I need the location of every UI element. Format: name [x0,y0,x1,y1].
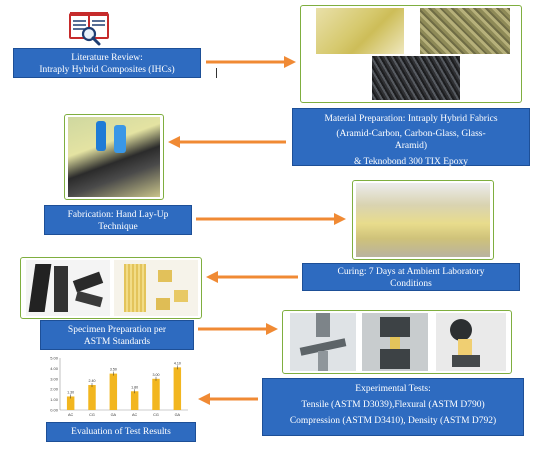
experimental-tests-line1: Experimental Tests: [355,384,431,394]
bar-value-label: 1.80 [131,385,138,389]
experimental-tests-box: Experimental Tests: Tensile (ASTM D3039)… [262,378,524,436]
arrow-right-3 [198,323,278,335]
y-tick-label: 4.00 [50,366,59,371]
bar-value-label: 3.50 [110,368,117,372]
material-preparation-box: Material Preparation: Intraply Hybrid Fa… [292,108,530,167]
specimen-preparation-line2: ASTM Standards [83,337,151,347]
bar [88,385,96,410]
curing-line2: Conditions [390,279,432,289]
compression-test-photo [362,313,428,371]
arrow-right-1 [206,56,296,68]
evaluation-box: Evaluation of Test Results [46,422,196,442]
tensile-test-photo [290,313,356,371]
bar-value-label: 3.00 [153,373,160,377]
bar [130,391,139,410]
material-preparation-line2: (Aramid-Carbon, Carbon-Glass, Glass- [336,129,486,139]
bar-value-label: 1.30 [67,390,74,394]
arrow-left-3 [198,393,258,405]
curing-line1: Curing: 7 Days at Ambient Laboratory [337,267,485,277]
material-preparation-line4: & Teknobond 300 TIX Epoxy [353,157,469,167]
bar-value-label: 4.10 [174,361,181,365]
aramid-carbon-fabric-photo [316,8,404,54]
book-magnifier-icon [68,12,112,46]
y-tick-label: 5.00 [50,356,59,361]
bar-value-label: 2.40 [89,379,96,383]
bar [173,367,182,410]
fabrication-line2: Technique [98,222,138,232]
arrow-left-2 [206,271,298,283]
glass-specimens-photo [114,260,198,316]
bar [66,396,75,410]
literature-review-line1: Literature Review: [71,53,143,63]
carbon-glass-fabric-photo [420,8,510,54]
bar [109,373,118,410]
x-tick-label: AC [132,413,138,417]
specimen-preparation-line1: Specimen Preparation per [67,325,167,335]
fabrication-line1: Fabrication: Hand Lay-Up [67,210,169,220]
glass-aramid-fabric-photo [372,56,460,100]
y-tick-label: 2.00 [50,387,59,392]
evaluation-line1: Evaluation of Test Results [71,427,171,437]
x-tick-label: GA [175,413,181,417]
specimen-preparation-box: Specimen Preparation per ASTM Standards [40,320,194,350]
x-tick-label: CG [89,413,95,417]
curing-box: Curing: 7 Days at Ambient Laboratory Con… [302,263,520,291]
x-tick-label: AC [68,413,74,417]
arrow-left-1 [168,136,286,148]
y-tick-label: 3.00 [50,376,59,381]
experimental-tests-line2: Tensile (ASTM D3039),Flexural (ASTM D790… [301,400,485,410]
curing-panels-photo [356,183,490,257]
x-tick-label: GA [111,413,117,417]
literature-review-line2: Intraply Hybrid Composites (IHCs) [39,65,175,75]
x-tick-label: CG [153,413,159,417]
arrow-right-2 [196,213,346,225]
fabrication-box: Fabrication: Hand Lay-Up Technique [44,205,192,235]
text-cursor [216,68,217,78]
y-tick-label: 0.00 [50,408,59,413]
carbon-specimens-photo [26,260,110,316]
literature-review-box: Literature Review: Intraply Hybrid Compo… [13,48,201,78]
material-preparation-line3: Aramid) [394,141,428,151]
flexural-test-photo [436,313,506,371]
y-tick-label: 1.00 [50,397,59,402]
experimental-tests-line3: Compression (ASTM D3410), Density (ASTM … [289,416,497,426]
bar [152,378,160,410]
material-preparation-line1: Material Preparation: Intraply Hybrid Fa… [324,114,498,124]
hand-layup-photo [68,117,160,197]
